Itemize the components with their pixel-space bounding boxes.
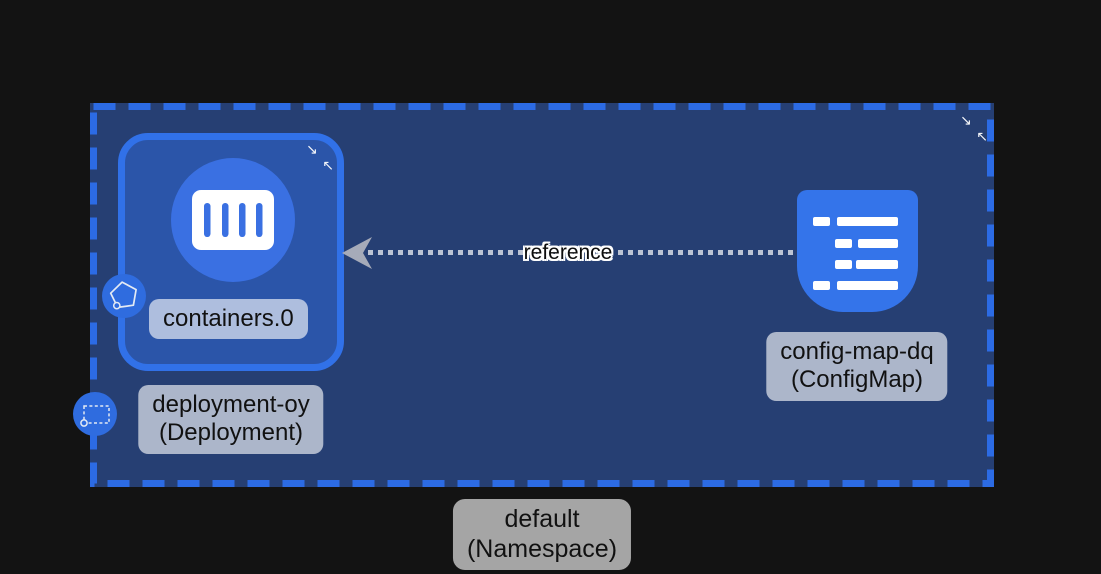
reference-edge-line (368, 250, 797, 255)
deployment-name: deployment-oy (152, 391, 310, 418)
deployment-icon (80, 405, 110, 427)
container-icon (192, 190, 274, 250)
configmap-kind: (ConfigMap) (790, 366, 924, 394)
arrow-se-icon: ↘ (960, 113, 972, 129)
namespace-kind: (Namespace) (466, 534, 618, 563)
configmap-icon (813, 217, 898, 290)
configmap-name: config-map-dq (780, 338, 934, 365)
configmap-node[interactable] (797, 190, 918, 312)
reference-edge-arrowhead-icon (342, 237, 372, 269)
container-node[interactable] (171, 158, 295, 282)
configmap-label: config-map-dq (ConfigMap) (766, 332, 948, 401)
deployment-collapse-icon[interactable]: ↘ ↖ (306, 142, 334, 174)
arrow-se-icon: ↘ (306, 142, 318, 158)
arrow-nw-icon: ↖ (976, 129, 988, 145)
arrow-nw-icon: ↖ (322, 158, 334, 174)
deployment-kind: (Deployment) (158, 419, 304, 447)
pod-icon (109, 281, 137, 310)
deployment-label: deployment-oy (Deployment) (138, 385, 324, 454)
deployment-badge[interactable] (73, 392, 117, 436)
namespace-collapse-icon[interactable]: ↘ ↖ (960, 113, 988, 145)
namespace-name: default (504, 505, 580, 533)
pod-badge[interactable] (102, 274, 146, 318)
namespace-label: default (Namespace) (452, 499, 632, 570)
reference-edge-label: reference (523, 241, 613, 264)
container-label: containers.0 (149, 299, 308, 340)
